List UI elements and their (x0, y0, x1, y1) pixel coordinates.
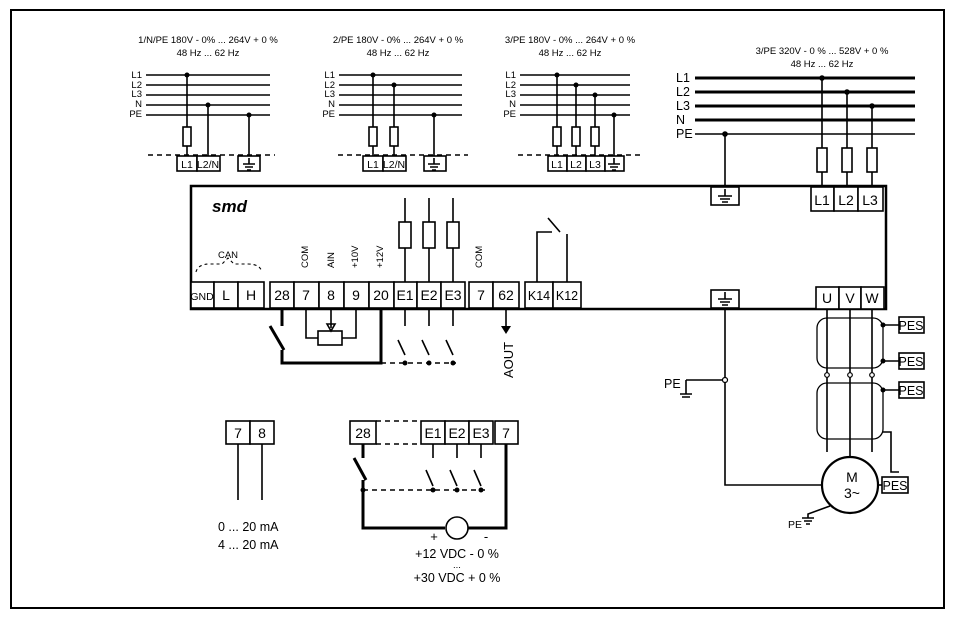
supply-3-terminal-l1: L1 (551, 159, 563, 171)
supply-1-ground-icon (243, 158, 255, 171)
terminal-20: 20 (373, 287, 389, 303)
supply-1-terminal-l1: L1 (181, 159, 193, 171)
ext-voltage-dots: ... (453, 560, 461, 571)
supply-4-line-l3: L3 (676, 99, 690, 113)
supply-2-line-l3: L3 (324, 89, 335, 100)
ext-terminal-e1: E1 (424, 425, 441, 441)
supply-4-group: 3/PE 320V - 0 % ... 528V + 0 % 48 Hz ...… (676, 46, 915, 188)
vlabel-com-2: COM (474, 246, 485, 268)
supply-3-ground-icon (608, 158, 620, 171)
ext-voltage-minus: - (484, 529, 488, 544)
motor-phase: 3~ (844, 485, 860, 501)
analog-range-1: 0 ... 20 mA (218, 520, 279, 534)
outer-frame (10, 9, 945, 609)
supply-2-freq: 48 Hz ... 62 Hz (367, 48, 430, 59)
ext-terminal-e2: E2 (448, 425, 465, 441)
ext-terminal-28: 28 (355, 425, 371, 441)
supply-4-freq: 48 Hz ... 62 Hz (791, 59, 854, 70)
input-terminal-l1: L1 (814, 192, 830, 208)
terminal-e1: E1 (396, 287, 413, 303)
aout-label: AOUT (501, 342, 516, 378)
supply-2-line-l2: L2 (324, 80, 335, 91)
supply-3-line-l2: L2 (505, 80, 516, 91)
supply-3-line-l1: L1 (505, 70, 516, 81)
pes-label-4: PES (882, 479, 907, 493)
terminal-8: 8 (327, 287, 335, 303)
motor-name: M (846, 469, 858, 485)
supply-3-spec: 3/PE 180V - 0% ... 264V + 0 % (505, 35, 636, 46)
supply-2-line-l1: L1 (324, 70, 335, 81)
supply-1-group: 1/N/PE 180V - 0% ... 264V + 0 % 48 Hz ..… (129, 35, 278, 172)
terminal-l: L (222, 287, 230, 303)
supply-3-line-n: N (509, 99, 516, 110)
terminal-gnd: GND (190, 291, 214, 303)
terminal-e2: E2 (420, 287, 437, 303)
ext-voltage-high: +30 VDC + 0 % (414, 571, 501, 585)
supply-3-freq: 48 Hz ... 62 Hz (539, 48, 602, 59)
supply-2-ground-icon (428, 158, 440, 171)
supply-1-line-n: N (135, 99, 142, 110)
vlabel-10v: +10V (350, 245, 361, 268)
ext-voltage-low: +12 VDC - 0 % (415, 547, 499, 561)
terminal-k12: K12 (556, 289, 578, 303)
pes-label-2: PES (898, 355, 923, 369)
terminal-k14: K14 (528, 289, 550, 303)
ext-voltage-plus: + (430, 529, 438, 544)
supply-1-freq: 48 Hz ... 62 Hz (177, 48, 240, 59)
pes-label-1: PES (898, 319, 923, 333)
terminal-28: 28 (274, 287, 290, 303)
terminal-7b: 7 (477, 287, 485, 303)
supply-3-line-l3: L3 (505, 89, 516, 100)
pes-label-3: PES (898, 384, 923, 398)
terminal-9: 9 (352, 287, 360, 303)
output-terminal-u: U (822, 290, 832, 306)
supply-1-spec: 1/N/PE 180V - 0% ... 264V + 0 % (138, 35, 278, 46)
supply-3-group: 3/PE 180V - 0% ... 264V + 0 % 48 Hz ... … (503, 35, 640, 172)
analog-range-2: 4 ... 20 mA (218, 538, 279, 552)
terminal-h: H (246, 287, 256, 303)
analog-terminal-8: 8 (258, 425, 266, 441)
supply-2-line-pe: PE (322, 109, 335, 120)
pe-bottom-ground-icon (718, 292, 732, 306)
terminal-e3: E3 (444, 287, 461, 303)
ext-terminal-7: 7 (502, 425, 510, 441)
output-terminal-w: W (865, 290, 879, 306)
terminal-7a: 7 (302, 287, 310, 303)
supply-4-line-pe: PE (676, 127, 693, 141)
supply-1-line-l3: L3 (131, 89, 142, 100)
supply-2-terminal-l2n: L2/N (383, 159, 405, 171)
supply-1-terminal-l2n: L2/N (197, 159, 219, 171)
input-terminal-l2: L2 (838, 192, 854, 208)
supply-4-spec: 3/PE 320V - 0 % ... 528V + 0 % (756, 46, 889, 57)
output-terminal-v: V (845, 290, 855, 306)
supply-2-group: 2/PE 180V - 0% ... 264V + 0 % 48 Hz ... … (322, 35, 468, 172)
vlabel-ain: AIN (326, 252, 337, 268)
vlabel-com-1: COM (300, 246, 311, 268)
supply-1-line-l2: L2 (131, 80, 142, 91)
supply-3-line-pe: PE (503, 109, 516, 120)
analog-terminal-7: 7 (234, 425, 242, 441)
supply-3-terminal-l3: L3 (589, 159, 601, 171)
pe-top-ground-icon (718, 189, 732, 203)
vlabel-12v: +12V (375, 245, 386, 268)
input-terminal-l3: L3 (862, 192, 878, 208)
voltage-source-symbol (445, 516, 469, 540)
supply-2-spec: 2/PE 180V - 0% ... 264V + 0 % (333, 35, 464, 46)
supply-4-line-n: N (676, 113, 685, 127)
pe-label-left: PE (664, 377, 681, 391)
terminal-62: 62 (498, 287, 514, 303)
supply-2-terminal-l1: L1 (367, 159, 379, 171)
supply-4-line-l2: L2 (676, 85, 690, 99)
can-label: CAN (218, 250, 238, 261)
supply-1-line-pe: PE (129, 109, 142, 120)
supply-4-line-l1: L1 (676, 71, 690, 85)
pe-label-motor: PE (788, 519, 802, 531)
supply-3-terminal-l2: L2 (570, 159, 582, 171)
brand-label: smd (212, 197, 248, 216)
supply-2-line-n: N (328, 99, 335, 110)
ext-terminal-e3: E3 (472, 425, 489, 441)
supply-1-line-l1: L1 (131, 70, 142, 81)
